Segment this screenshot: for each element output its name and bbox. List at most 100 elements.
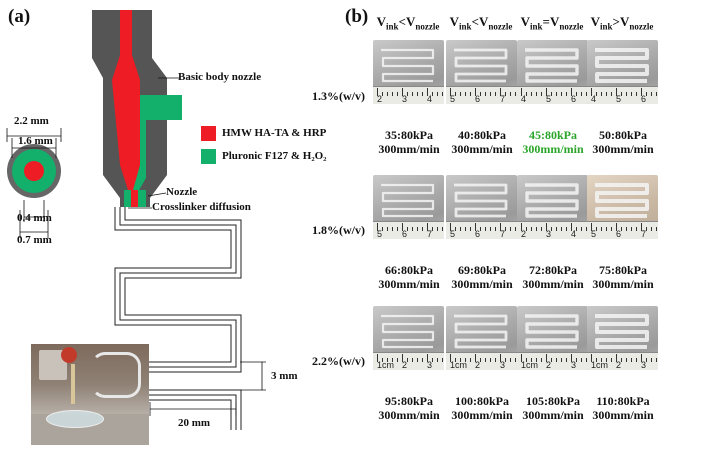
ruler-tick bbox=[536, 92, 537, 96]
ruler-tick bbox=[455, 358, 456, 362]
pressure-ratio: 50:80kPa bbox=[599, 128, 647, 142]
ruler-tick bbox=[621, 358, 622, 362]
ruler-tick bbox=[556, 92, 557, 96]
header-operator: > bbox=[612, 14, 620, 29]
ruler-tick bbox=[596, 92, 597, 96]
ruler-number: 7 bbox=[500, 229, 506, 239]
row-label-1-8: 1.8%(w/v) bbox=[312, 223, 365, 237]
ruler-number: 7 bbox=[427, 229, 433, 239]
ruler-tick bbox=[636, 227, 637, 231]
header-sub-ink: ink bbox=[386, 21, 399, 32]
ruler-tick bbox=[412, 227, 413, 231]
print-speed: 300mm/min bbox=[451, 277, 513, 291]
printed-filament bbox=[381, 48, 435, 83]
ruler-tick bbox=[402, 223, 403, 231]
ruler-number: 5 bbox=[377, 229, 383, 239]
ruler-tick bbox=[626, 92, 627, 96]
legend-label-ink: HMW HA-TA & HRP bbox=[222, 127, 327, 139]
panel-a-label: (a) bbox=[8, 6, 31, 27]
ruler-tick bbox=[407, 358, 408, 362]
ruler-tick bbox=[515, 227, 516, 231]
ruler-tick bbox=[515, 358, 516, 362]
pressure-ratio: 95:80kPa bbox=[385, 394, 433, 408]
ruler-tick bbox=[392, 227, 393, 231]
ruler-tick bbox=[412, 92, 413, 96]
ruler-tick bbox=[571, 88, 572, 96]
ruler-tick bbox=[490, 227, 491, 231]
print-speed: 300mm/min bbox=[522, 142, 584, 156]
print-speed: 300mm/min bbox=[378, 142, 440, 156]
ruler-tick bbox=[427, 88, 428, 96]
ruler-tick bbox=[626, 358, 627, 362]
ruler-tick bbox=[460, 92, 461, 96]
ruler-tick bbox=[576, 358, 577, 362]
ruler-tick bbox=[601, 227, 602, 231]
ruler-tick bbox=[397, 92, 398, 96]
ruler-tick bbox=[581, 358, 582, 362]
panel-a-schematic bbox=[6, 10, 266, 430]
nozzle-needle bbox=[71, 364, 75, 404]
ruler-tick bbox=[460, 358, 461, 362]
ruler-tick bbox=[596, 358, 597, 362]
ruler-tick bbox=[495, 92, 496, 96]
ruler-tick bbox=[417, 227, 418, 231]
ruler-tick bbox=[616, 88, 617, 96]
header-sub-ink: ink bbox=[530, 21, 543, 32]
cross-section-core bbox=[24, 161, 44, 181]
header-sub-ink: ink bbox=[600, 21, 613, 32]
ruler-tick bbox=[576, 227, 577, 231]
column-header-3: Vink=Vnozzle bbox=[509, 14, 595, 32]
printed-filament bbox=[595, 48, 649, 83]
ruler-number: 6 bbox=[571, 94, 577, 104]
printed-filament bbox=[381, 314, 435, 349]
header-v-nozzle: V bbox=[549, 14, 560, 29]
ruler-tick bbox=[402, 88, 403, 96]
header-v-nozzle: V bbox=[478, 14, 489, 29]
ruler-tick bbox=[616, 354, 617, 362]
pressure-ratio: 66:80kPa bbox=[385, 263, 433, 277]
ruler-tick bbox=[510, 358, 511, 362]
ruler-tick bbox=[382, 227, 383, 231]
ruler-tick bbox=[417, 92, 418, 96]
printed-filament bbox=[454, 314, 508, 349]
ruler-number: 5 bbox=[450, 94, 456, 104]
ruler-tick bbox=[576, 92, 577, 96]
label-dim-20mm: 20 mm bbox=[178, 417, 211, 429]
ruler-number: 3 bbox=[500, 360, 506, 370]
ruler-number: 6 bbox=[641, 94, 647, 104]
header-v-ink: V bbox=[590, 14, 601, 29]
label-dim-3mm: 3 mm bbox=[271, 370, 298, 382]
ruler-tick bbox=[460, 227, 461, 231]
ruler-tick bbox=[581, 92, 582, 96]
ruler-number: 6 bbox=[475, 94, 481, 104]
pressure-ratio: 72:80kPa bbox=[529, 263, 577, 277]
ruler-tick bbox=[427, 223, 428, 231]
legend-label-pluronic: Pluronic F127 & H₂O₂ bbox=[222, 150, 327, 162]
ruler-number: 3 bbox=[546, 229, 552, 239]
ruler-tick bbox=[387, 227, 388, 231]
ruler-tick bbox=[465, 358, 466, 362]
ruler-tick bbox=[505, 227, 506, 231]
ruler-tick bbox=[631, 227, 632, 231]
ruler-tick bbox=[586, 358, 587, 362]
syringe-cap bbox=[61, 347, 77, 363]
ruler-tick bbox=[566, 227, 567, 231]
ruler-tick bbox=[531, 358, 532, 362]
legend-swatch-pluronic bbox=[201, 149, 216, 164]
ruler-tick bbox=[510, 227, 511, 231]
ruler-tick bbox=[450, 223, 451, 231]
column-header-2: Vink<Vnozzle bbox=[438, 14, 524, 32]
ruler-tick bbox=[546, 354, 547, 362]
ruler-tick bbox=[586, 227, 587, 231]
